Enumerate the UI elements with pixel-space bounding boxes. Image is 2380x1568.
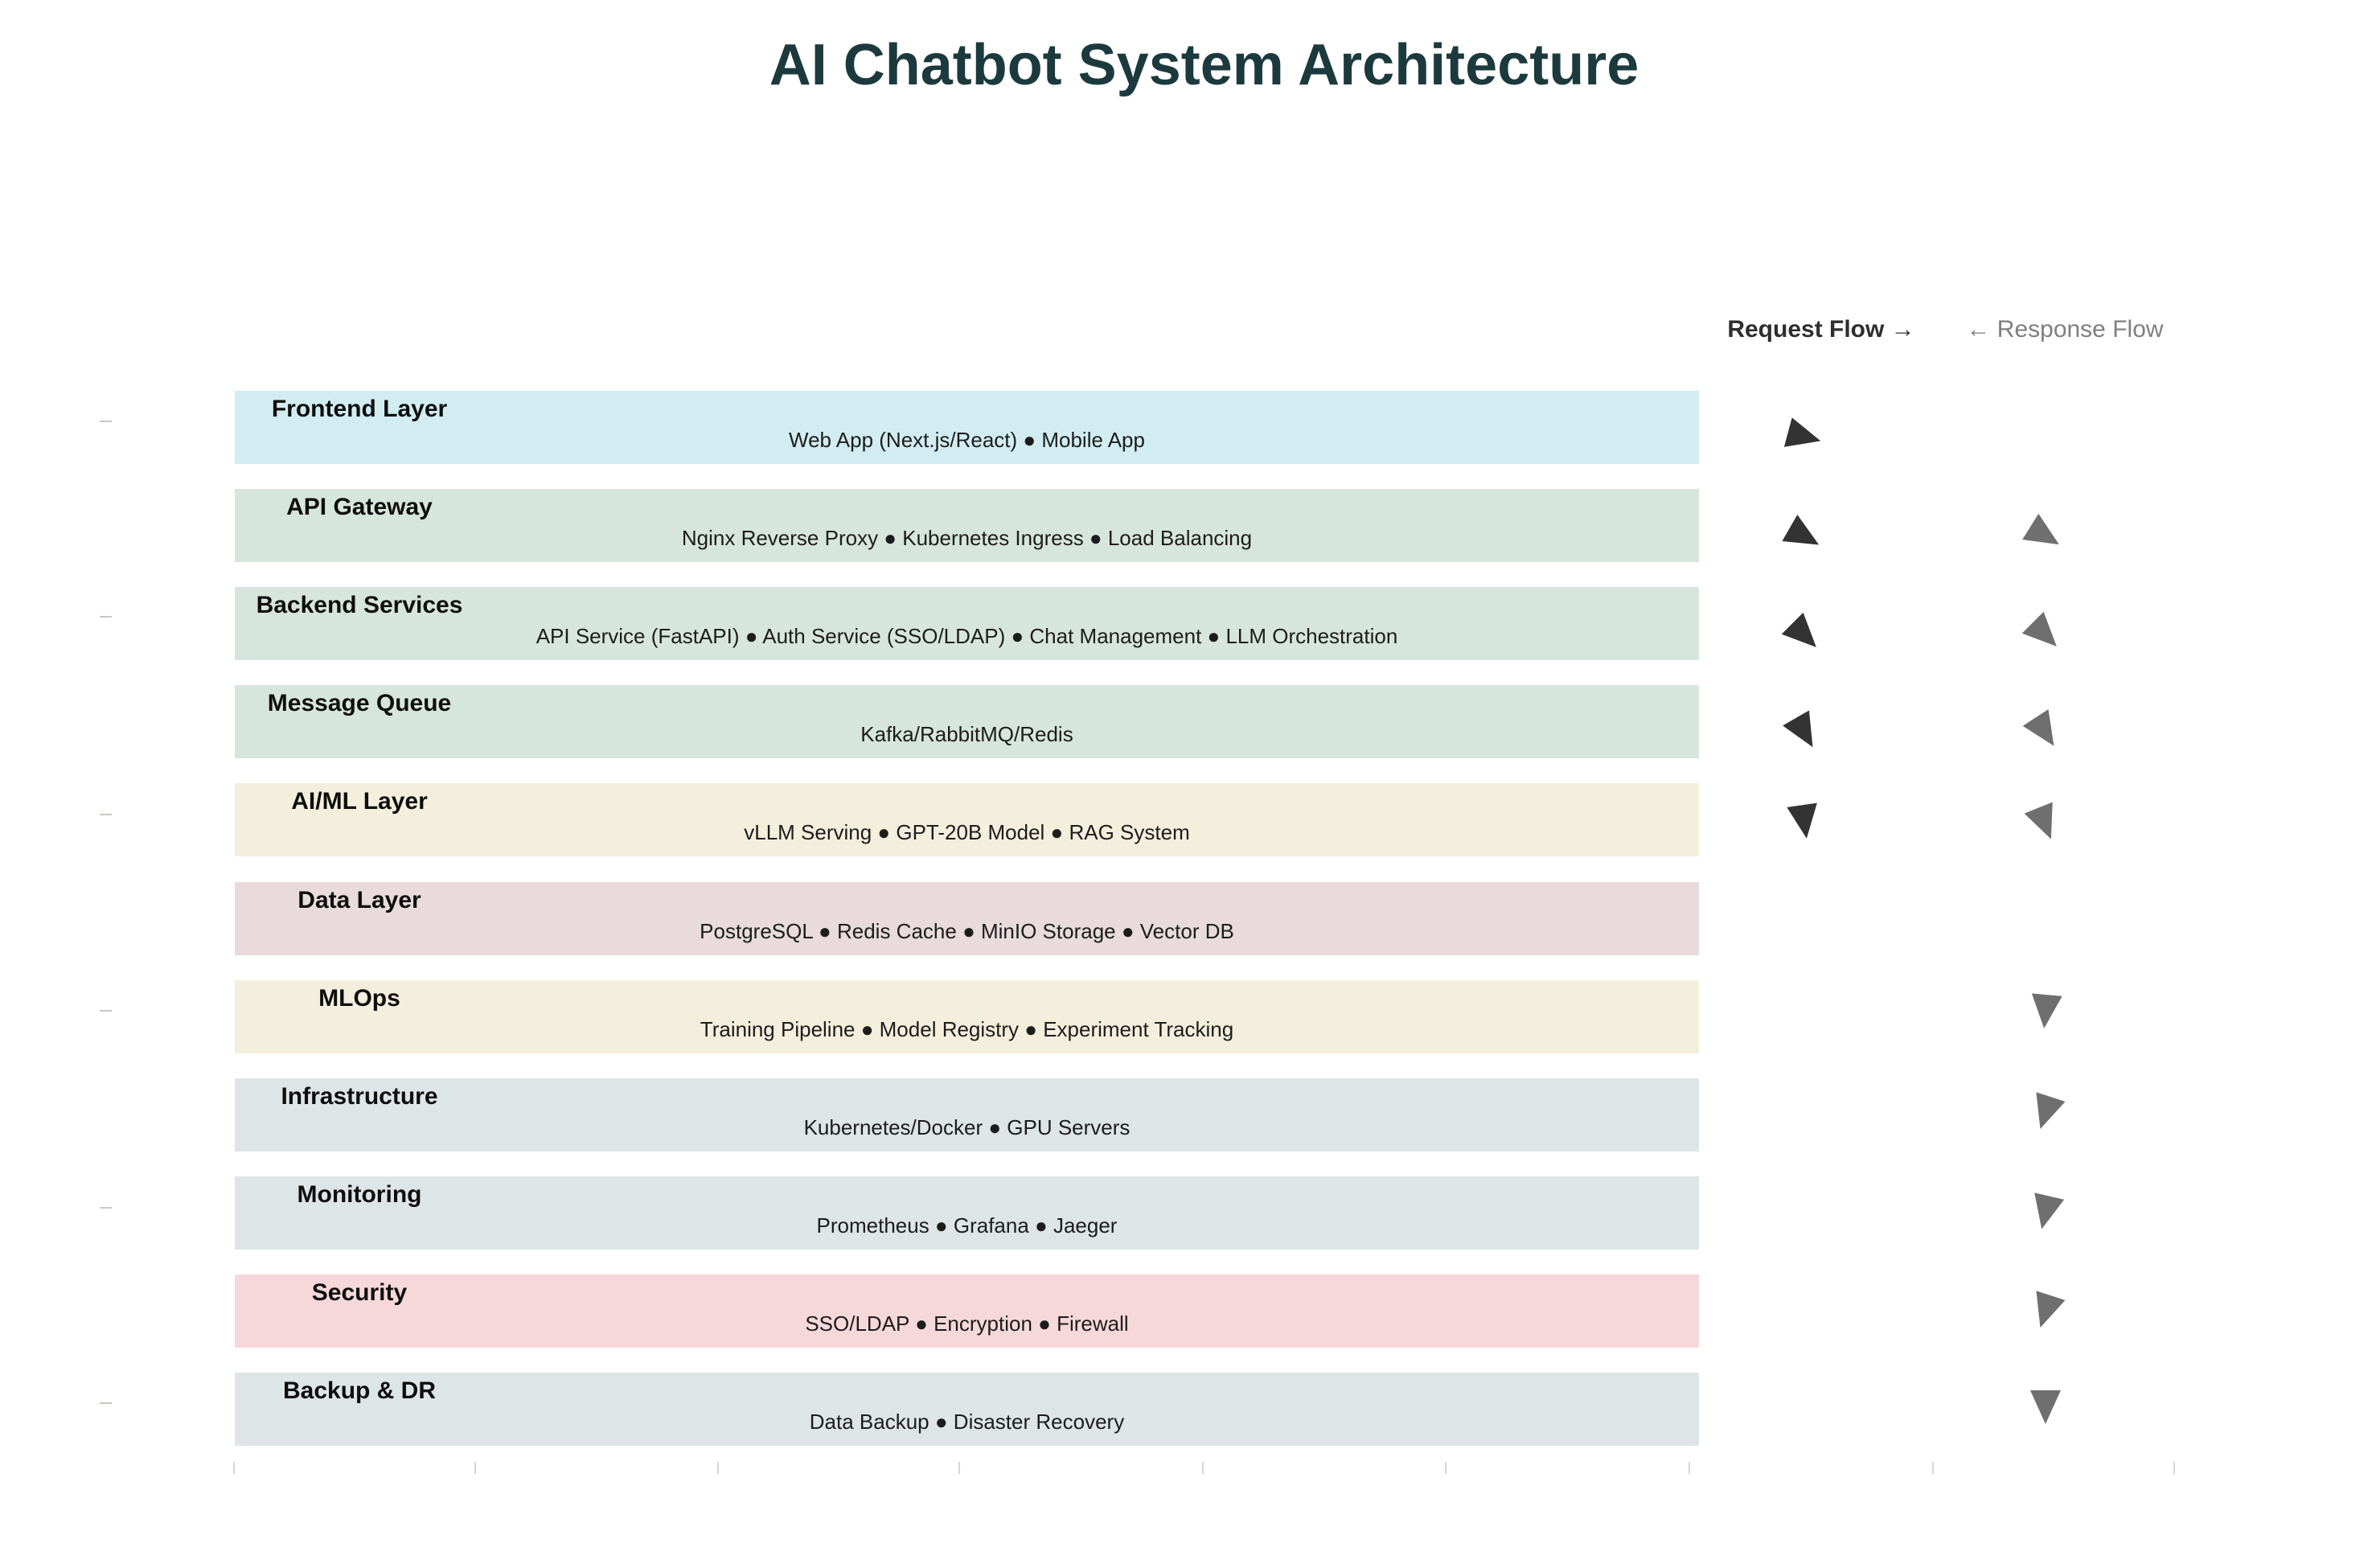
layer-row-backend: Backend Services API Service (FastAPI) ●… bbox=[235, 587, 1699, 661]
layer-subtitle: Web App (Next.js/React) ● Mobile App bbox=[789, 428, 1145, 452]
layer-subtitle: Nginx Reverse Proxy ● Kubernetes Ingress… bbox=[681, 526, 1253, 551]
layer-title: Frontend Layer bbox=[271, 396, 448, 422]
layer-subtitle: Kafka/RabbitMQ/Redis bbox=[860, 722, 1073, 747]
x-axis-tick bbox=[1202, 1462, 1204, 1474]
x-axis-tick bbox=[1689, 1462, 1690, 1474]
y-axis-tick bbox=[100, 421, 112, 422]
layer-row-ai-ml: AI/ML Layer vLLM Serving ● GPT-20B Model… bbox=[235, 783, 1699, 857]
layer-subtitle: PostgreSQL ● Redis Cache ● MinIO Storage… bbox=[700, 918, 1234, 943]
layer-title: API Gateway bbox=[286, 494, 433, 521]
layer-row-mlops: MLOps Training Pipeline ● Model Registry… bbox=[235, 979, 1699, 1053]
layer-row-message-queue: Message Queue Kafka/RabbitMQ/Redis bbox=[235, 685, 1699, 759]
x-axis-tick bbox=[1932, 1462, 1934, 1474]
layer-row-data-layer: Data Layer PostgreSQL ● Redis Cache ● Mi… bbox=[235, 881, 1699, 955]
response-flow-arrow bbox=[2021, 611, 2068, 658]
request-flow-arrow bbox=[1783, 710, 1826, 754]
response-flow-arrow bbox=[2027, 1192, 2065, 1232]
x-axis-tick bbox=[233, 1462, 235, 1474]
response-flow-arrow bbox=[2029, 993, 2062, 1029]
request-flow-arrow bbox=[1782, 515, 1826, 558]
request-flow-arrow bbox=[1781, 612, 1828, 659]
layer-subtitle: API Service (FastAPI) ● Auth Service (SS… bbox=[536, 624, 1398, 649]
x-axis-tick bbox=[958, 1462, 960, 1474]
request-flow-label: Request Flow → bbox=[1727, 316, 1915, 343]
layer-subtitle: vLLM Serving ● GPT-20B Model ● RAG Syste… bbox=[744, 820, 1190, 845]
layer-row-monitoring: Monitoring Prometheus ● Grafana ● Jaeger bbox=[235, 1176, 1699, 1250]
y-axis-tick bbox=[100, 616, 112, 618]
response-flow-arrow bbox=[2022, 709, 2067, 754]
response-flow-label: ← Response Flow bbox=[1966, 316, 2164, 343]
x-axis-tick bbox=[474, 1462, 476, 1474]
layer-row-backup-dr: Backup & DR Data Backup ● Disaster Recov… bbox=[235, 1373, 1699, 1446]
response-flow-arrow bbox=[2025, 1291, 2066, 1332]
layer-subtitle: Training Pipeline ● Model Registry ● Exp… bbox=[700, 1016, 1234, 1041]
y-axis-tick bbox=[100, 1207, 112, 1209]
layer-title: Data Layer bbox=[298, 886, 421, 913]
layer-title: Backup & DR bbox=[282, 1377, 437, 1404]
layer-title: Message Queue bbox=[267, 690, 452, 717]
layer-title: Infrastructure bbox=[281, 1082, 438, 1110]
x-axis-tick bbox=[2173, 1462, 2175, 1474]
response-flow-arrow bbox=[2024, 802, 2066, 844]
layer-subtitle: Kubernetes/Docker ● GPU Servers bbox=[803, 1114, 1130, 1139]
response-flow-arrow bbox=[2025, 1092, 2066, 1134]
layer-title: Monitoring bbox=[297, 1180, 422, 1208]
layer-subtitle: Data Backup ● Disaster Recovery bbox=[809, 1410, 1125, 1434]
request-flow-arrow bbox=[1783, 417, 1824, 456]
layer-row-api-gateway: API Gateway Nginx Reverse Proxy ● Kubern… bbox=[235, 489, 1699, 563]
layer-title: MLOps bbox=[318, 984, 400, 1012]
layer-row-security: Security SSO/LDAP ● Encryption ● Firewal… bbox=[235, 1274, 1699, 1348]
layer-row-frontend: Frontend Layer Web App (Next.js/React) ●… bbox=[235, 391, 1699, 464]
layer-subtitle: Prometheus ● Grafana ● Jaeger bbox=[816, 1213, 1118, 1238]
layer-row-infrastructure: Infrastructure Kubernetes/Docker ● GPU S… bbox=[235, 1077, 1699, 1151]
y-axis-tick bbox=[100, 1010, 112, 1012]
layer-title: AI/ML Layer bbox=[291, 788, 428, 815]
y-axis-tick bbox=[100, 814, 112, 815]
response-flow-arrow bbox=[2030, 1390, 2061, 1424]
layer-title: Security bbox=[311, 1279, 408, 1306]
layer-title: Backend Services bbox=[256, 592, 463, 619]
x-axis-tick bbox=[717, 1462, 719, 1474]
layer-subtitle: SSO/LDAP ● Encryption ● Firewall bbox=[805, 1311, 1129, 1336]
y-axis-tick bbox=[100, 1402, 112, 1404]
page-title: AI Chatbot System Architecture bbox=[769, 33, 1639, 97]
response-flow-arrow bbox=[2022, 513, 2067, 557]
x-axis-tick bbox=[1445, 1462, 1446, 1474]
request-flow-arrow bbox=[1787, 802, 1821, 841]
